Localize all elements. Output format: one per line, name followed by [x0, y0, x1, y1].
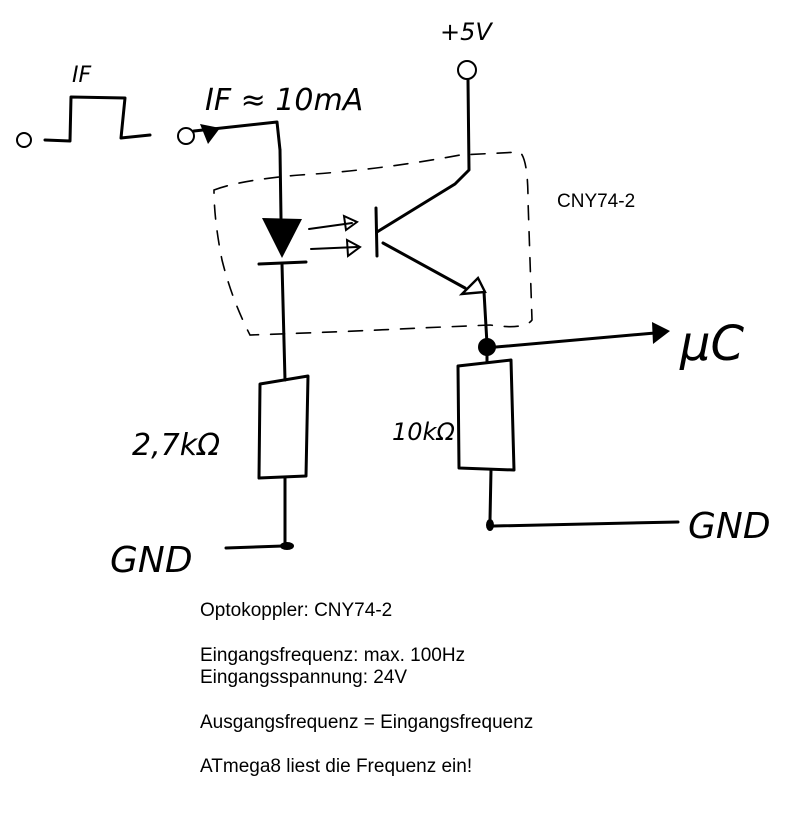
gnd-right-node — [486, 519, 494, 531]
supply-terminal — [457, 60, 477, 80]
resistor-2k7-body — [257, 374, 310, 480]
output-label: µC — [679, 316, 745, 372]
input-terminal: IF ≈ 10mA — [177, 83, 363, 152]
pulse-label: IF — [72, 63, 91, 88]
circuit-notes: Optokoppler: CNY74-2 Eingangsfrequenz: m… — [200, 600, 533, 779]
note-input-voltage: Eingangsspannung: 24V — [200, 667, 408, 688]
input-terminal-circle — [177, 127, 195, 145]
square-pulse — [43, 95, 152, 143]
input-current-label: IF ≈ 10mA — [205, 83, 363, 118]
light-arrow-1-head-icon — [342, 214, 359, 232]
optocoupler-label: CNY74-2 — [557, 191, 635, 212]
emitter-line — [381, 241, 467, 290]
output-junction — [478, 338, 496, 356]
light-arrow-2-head-icon — [345, 238, 362, 258]
input-pulse-symbol: IF — [16, 63, 152, 148]
note-optocoupler: Optokoppler: CNY74-2 — [200, 600, 393, 621]
output-node: µC 10kΩ GND — [392, 316, 771, 547]
led-diode-icon — [262, 218, 302, 258]
optocoupler-package-outline — [213, 151, 533, 336]
resistor-10k-body — [456, 358, 516, 472]
phototransistor: +5V — [374, 18, 493, 346]
resistor-2k7: 2,7kΩ GND — [110, 374, 310, 581]
led-branch — [257, 148, 362, 382]
output-line — [494, 331, 657, 349]
note-output-frequency: Ausgangsfrequenz = Eingangsfrequenz — [200, 711, 534, 733]
r-led-label: 2,7kΩ — [132, 428, 220, 463]
gnd-left-node — [280, 542, 294, 550]
light-arrow-2 — [310, 246, 358, 250]
supply-label: +5V — [440, 18, 493, 46]
output-arrow-icon — [652, 322, 670, 344]
note-input-frequency: Eingangsfrequenz: max. 100Hz — [200, 644, 466, 666]
gnd-right-label: GND — [688, 506, 771, 547]
collector-line — [375, 78, 471, 234]
note-atmega: ATmega8 liest die Frequenz ein! — [200, 756, 473, 777]
pulse-left-terminal — [16, 132, 32, 148]
gnd-left-label: GND — [110, 540, 193, 581]
r-pulldown-label: 10kΩ — [392, 418, 455, 446]
emitter-arrow-icon — [458, 275, 487, 296]
